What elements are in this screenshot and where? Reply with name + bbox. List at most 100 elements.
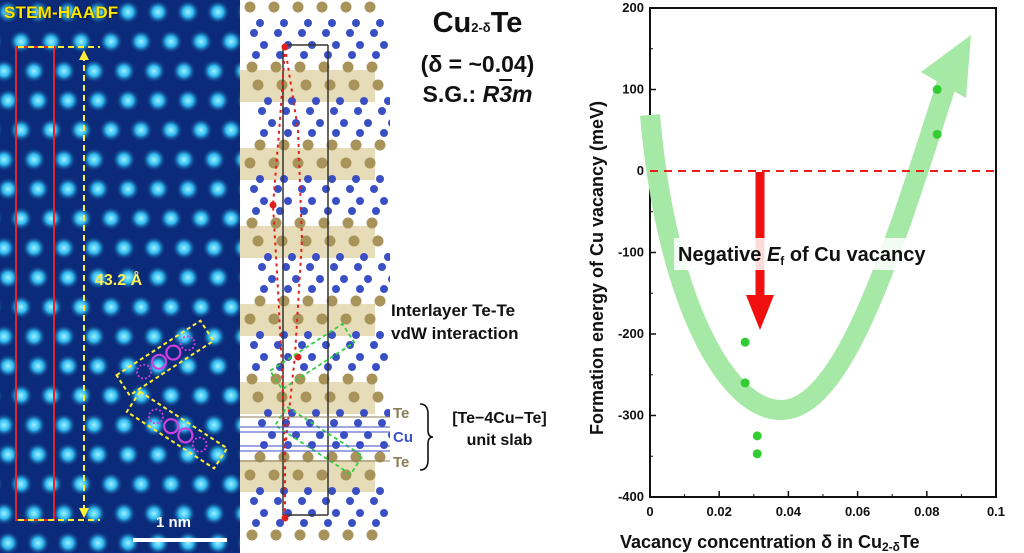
stem-atom-column: [189, 29, 213, 54]
cu-atom: [378, 419, 386, 427]
cu-atom: [332, 353, 340, 361]
stem-atom-column: [86, 265, 110, 290]
stem-atom-column: [159, 206, 183, 231]
te-atom: [326, 295, 338, 307]
cu-atom: [256, 175, 264, 183]
cu-atom: [336, 409, 344, 417]
negative-arrow-head: [746, 295, 774, 330]
cu-atom: [274, 29, 282, 37]
stem-atom-column: [112, 413, 136, 437]
cu-atom: [340, 275, 348, 283]
te-atom: [246, 217, 258, 229]
cu-atom: [322, 185, 330, 193]
stem-atom-column: [0, 531, 20, 553]
stem-atom-column: [159, 295, 183, 319]
data-point: [752, 449, 762, 459]
stem-atom-column: [116, 531, 140, 553]
cu-atom: [260, 509, 268, 517]
x-tick-label: 0.1: [987, 504, 1005, 519]
cu-atom: [312, 97, 320, 105]
te-atom: [372, 391, 384, 403]
stem-atom-column: [206, 265, 230, 290]
cu-atom: [376, 19, 384, 27]
stem-atom-column: [22, 59, 46, 83]
cu-atom: [256, 487, 264, 495]
cu-atom: [356, 197, 364, 205]
cu-atom: [340, 431, 348, 439]
stem-atom-column: [56, 531, 80, 553]
y-tick-label: 200: [622, 0, 644, 15]
te-atom: [340, 313, 352, 325]
cu-atom: [388, 119, 390, 127]
stem-atom-column: [116, 354, 140, 378]
stem-atom-column: [202, 324, 226, 349]
cu-atom: [360, 97, 368, 105]
cu-atom: [304, 19, 312, 27]
cu-atom: [260, 129, 268, 137]
te-bottom-label: Te: [393, 454, 410, 471]
cu-atom: [264, 409, 272, 417]
stem-atom-column: [146, 88, 170, 113]
te-atom: [350, 295, 362, 307]
cu-atom: [250, 497, 258, 505]
cu-atom: [360, 409, 368, 417]
stem-atom-column: [116, 442, 140, 467]
cu-atom: [252, 207, 260, 215]
cu-atom: [298, 341, 306, 349]
cu-atom: [300, 363, 308, 371]
stem-atom-column: [219, 472, 240, 496]
cu-atom: [292, 119, 300, 127]
te-atom: [294, 217, 306, 229]
cu-atom: [312, 409, 320, 417]
cu-atom: [370, 497, 378, 505]
cu-atom: [384, 97, 390, 105]
stem-atom-column: [69, 472, 93, 496]
trend-band: [640, 66, 961, 421]
cu-atom: [328, 487, 336, 495]
cu-atom: [300, 519, 308, 527]
stem-atom-column: [112, 59, 136, 83]
cu-atom: [372, 363, 380, 371]
cu-atom: [378, 107, 386, 115]
cu-atom: [352, 487, 360, 495]
te-atom: [324, 235, 336, 247]
negative-ef-annotation: Negative Ef of Cu vacancy: [678, 244, 926, 268]
te-atom: [340, 157, 352, 169]
cu-atom: [380, 353, 388, 361]
stem-atom-column: [9, 295, 33, 319]
stem-atom-column: [86, 177, 110, 201]
x-tick-label: 0.04: [776, 504, 802, 519]
stem-atom-column: [22, 413, 46, 437]
stem-atom-column: [9, 118, 33, 142]
te-atom: [252, 235, 264, 247]
stem-atom-column: [26, 88, 50, 113]
cu-atom: [372, 519, 380, 527]
cu-atom: [298, 29, 306, 37]
cu-atom: [364, 119, 372, 127]
stem-atom-column: [0, 476, 3, 492]
crystal-structure: [240, 1, 390, 541]
te-atom: [350, 139, 362, 151]
te-atom: [294, 61, 306, 73]
cu-atom: [352, 331, 360, 339]
stem-atom-column: [189, 383, 213, 408]
stem-atom-column: [116, 0, 140, 24]
te-atom: [254, 139, 266, 151]
stem-atom-column: [112, 324, 136, 349]
stem-atom-column: [146, 442, 170, 467]
stem-atom-column: [236, 3, 240, 21]
cu-atom: [328, 19, 336, 27]
cu-atom: [354, 419, 362, 427]
stem-atom-column: [56, 265, 80, 290]
cu-atom: [322, 341, 330, 349]
cu-atom: [306, 263, 314, 271]
cu-atom: [274, 185, 282, 193]
stem-atom-column: [0, 177, 20, 201]
cu-atom: [378, 263, 386, 271]
stem-atom-column: [142, 147, 166, 172]
stem-atom-column: [116, 265, 140, 290]
stem-atom-column: [142, 324, 166, 349]
stem-atom-column: [172, 59, 196, 83]
cu-atom: [356, 353, 364, 361]
